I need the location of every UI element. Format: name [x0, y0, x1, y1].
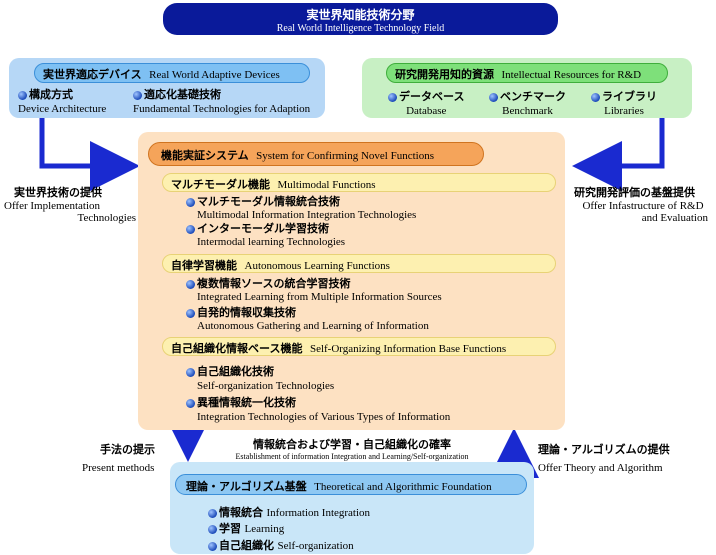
bullet-icon — [489, 92, 498, 102]
label-right-infrastructure: 研究開発評価の基盤提供 Offer Infastructure of R&D a… — [574, 186, 708, 224]
foundation-title: 理論・アルゴリズム基盤 Theoretical and Algorithmic … — [175, 474, 527, 495]
label-left-implementation: 実世界技術の提供 Offer Implementation Technologi… — [4, 186, 136, 224]
item-intermodal-learning: インターモーダル学習技術 Intermodal learning Technol… — [186, 222, 345, 249]
arrow-left-implementation — [39, 118, 140, 191]
foundation-item-learning: 学習 Learning — [208, 520, 284, 536]
label-offer-theory: 理論・アルゴリズムの提供 Offer Theory and Algorithm — [538, 443, 670, 474]
item-multimodal-integration: マルチモーダル情報統合技術 Multimodal Information Int… — [186, 195, 416, 222]
system-title: 機能実証システム System for Confirming Novel Fun… — [148, 142, 484, 166]
bullet-icon — [186, 367, 195, 377]
arrow-right-infrastructure — [572, 118, 665, 191]
bullet-icon — [208, 524, 217, 534]
group-autonomous-learning: 自律学習機能 Autonomous Learning Functions — [162, 254, 556, 273]
bullet-icon — [186, 398, 195, 408]
bullet-icon — [18, 90, 27, 100]
bullet-icon — [133, 90, 142, 100]
adaptive-item-architecture: 構成方式 Device Architecture — [18, 88, 107, 115]
label-establishment: 情報統合および学習・自己組織化の確率 Establishment of info… — [235, 438, 469, 461]
resource-item-benchmark: ベンチマーク Benchmark — [489, 88, 566, 117]
bullet-icon — [388, 92, 397, 102]
field-header: 実世界知能技術分野 Real World Intelligence Techno… — [163, 3, 558, 35]
bullet-icon — [186, 197, 195, 207]
field-title-jp: 実世界知能技術分野 — [306, 8, 415, 22]
foundation-item-self-organization: 自己組織化 Self-organization — [208, 537, 354, 553]
bullet-icon — [591, 92, 600, 102]
resource-item-database: データベース Database — [388, 88, 464, 117]
bullet-icon — [208, 541, 217, 551]
adaptive-item-fundamental: 適応化基礎技術 Fundamental Technologies for Ada… — [133, 88, 311, 115]
item-autonomous-gathering: 自発的情報収集技術 Autonomous Gathering and Learn… — [186, 306, 429, 333]
group-multimodal: マルチモーダル機能 Multimodal Functions — [162, 173, 556, 192]
adaptive-devices-title: 実世界適応デバイス Real World Adaptive Devices — [34, 63, 310, 83]
group-self-organizing: 自己組織化情報ベース機能 Self-Organizing Information… — [162, 337, 556, 356]
intellectual-title-en: Intellectual Resources for R&D — [501, 69, 642, 81]
item-self-organization: 自己組織化技術 Self-organization Technologies — [186, 365, 334, 393]
foundation-item-integration: 情報統合 Information Integration — [208, 504, 370, 520]
bullet-icon — [186, 224, 195, 234]
resource-item-libraries: ライブラリ Libraries — [591, 88, 657, 117]
bullet-icon — [186, 308, 195, 318]
adaptive-title-en: Real World Adaptive Devices — [149, 69, 280, 81]
field-title-en: Real World Intelligence Technology Field — [276, 23, 445, 34]
bullet-icon — [186, 279, 195, 289]
intellectual-title-jp: 研究開発用知的資源 — [395, 68, 494, 81]
intellectual-resources-title: 研究開発用知的資源 Intellectual Resources for R&D — [386, 63, 668, 83]
bullet-icon — [208, 508, 217, 518]
item-integration-various: 異種情報統一化技術 Integration Technologies of Va… — [186, 396, 450, 424]
adaptive-title-jp: 実世界適応デバイス — [43, 68, 142, 81]
label-present-methods: 手法の提示 Present methods — [82, 443, 155, 474]
item-integrated-learning: 複数情報ソースの統合学習技術 Integrated Learning from … — [186, 277, 442, 304]
